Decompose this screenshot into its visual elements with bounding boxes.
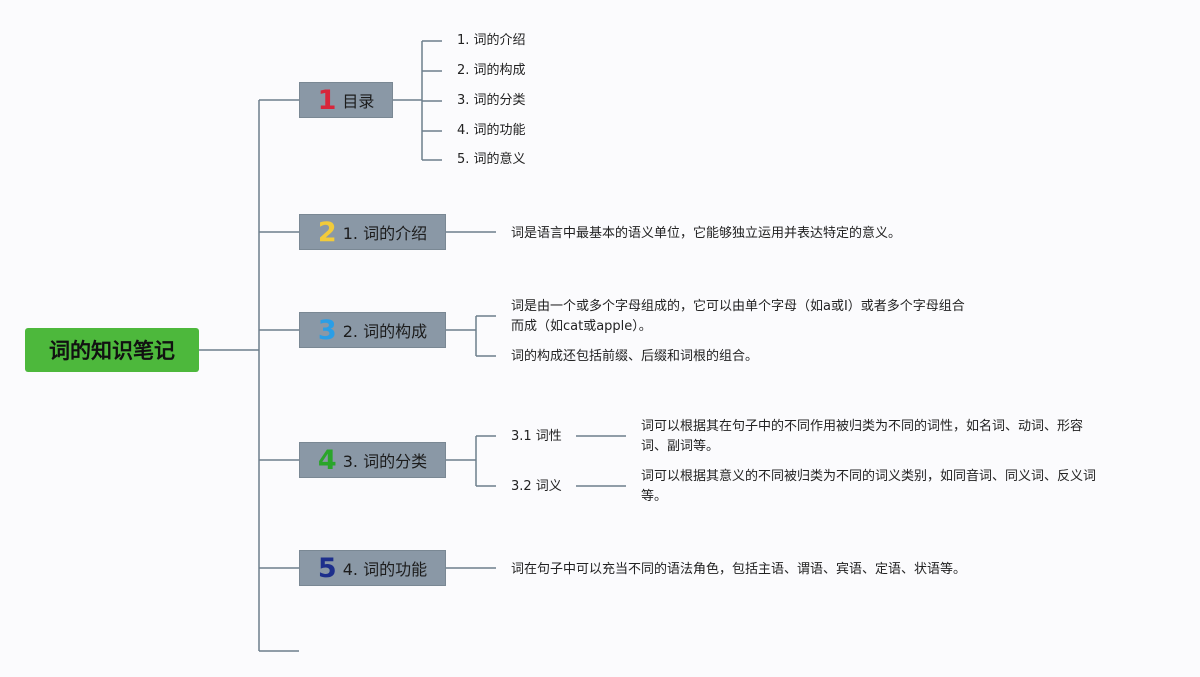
- branch-classification[interactable]: 4 3. 词的分类: [299, 442, 446, 478]
- root-topic[interactable]: 词的知识笔记: [25, 328, 199, 372]
- branch-label: 目录: [342, 92, 375, 111]
- subtopic-pos[interactable]: 3.1 词性: [511, 429, 562, 444]
- structure-text-line1: 词是由一个或多个字母组成的，它可以由单个字母（如a或I）或者多个字母组合: [511, 299, 965, 314]
- toc-item[interactable]: 2. 词的构成: [457, 63, 526, 78]
- number-5-icon: 5: [317, 552, 337, 584]
- toc-item[interactable]: 4. 词的功能: [457, 123, 526, 138]
- intro-text: 词是语言中最基本的语义单位，它能够独立运用并表达特定的意义。: [511, 226, 902, 241]
- branch-label: 2. 词的构成: [342, 322, 428, 341]
- number-4-icon: 4: [317, 444, 337, 476]
- toc-item[interactable]: 3. 词的分类: [457, 93, 526, 108]
- branch-structure[interactable]: 3 2. 词的构成: [299, 312, 446, 348]
- branch-toc[interactable]: 1 目录: [299, 82, 393, 118]
- pos-text-line2: 词、副词等。: [641, 439, 720, 454]
- branch-label: 1. 词的介绍: [342, 224, 428, 243]
- pos-text-line1: 词可以根据其在句子中的不同作用被归类为不同的词性，如名词、动词、形容: [641, 419, 1084, 434]
- structure-text-line2: 而成（如cat或apple）。: [511, 319, 652, 334]
- branch-intro[interactable]: 2 1. 词的介绍: [299, 214, 446, 250]
- subtopic-meaning[interactable]: 3.2 词义: [511, 479, 562, 494]
- meaning-text-line1: 词可以根据其意义的不同被归类为不同的词义类别，如同音词、同义词、反义词: [641, 469, 1097, 484]
- toc-item[interactable]: 1. 词的介绍: [457, 33, 526, 48]
- number-1-icon: 1: [317, 84, 337, 116]
- meaning-text-line2: 等。: [641, 489, 668, 504]
- toc-item[interactable]: 5. 词的意义: [457, 152, 526, 167]
- structure-text-affix: 词的构成还包括前缀、后缀和词根的组合。: [511, 349, 759, 364]
- branch-label: 3. 词的分类: [342, 452, 428, 471]
- branch-label: 4. 词的功能: [342, 560, 428, 579]
- branch-function[interactable]: 5 4. 词的功能: [299, 550, 446, 586]
- number-3-icon: 3: [317, 314, 337, 346]
- number-2-icon: 2: [317, 216, 337, 248]
- function-text: 词在句子中可以充当不同的语法角色，包括主语、谓语、宾语、定语、状语等。: [511, 562, 967, 577]
